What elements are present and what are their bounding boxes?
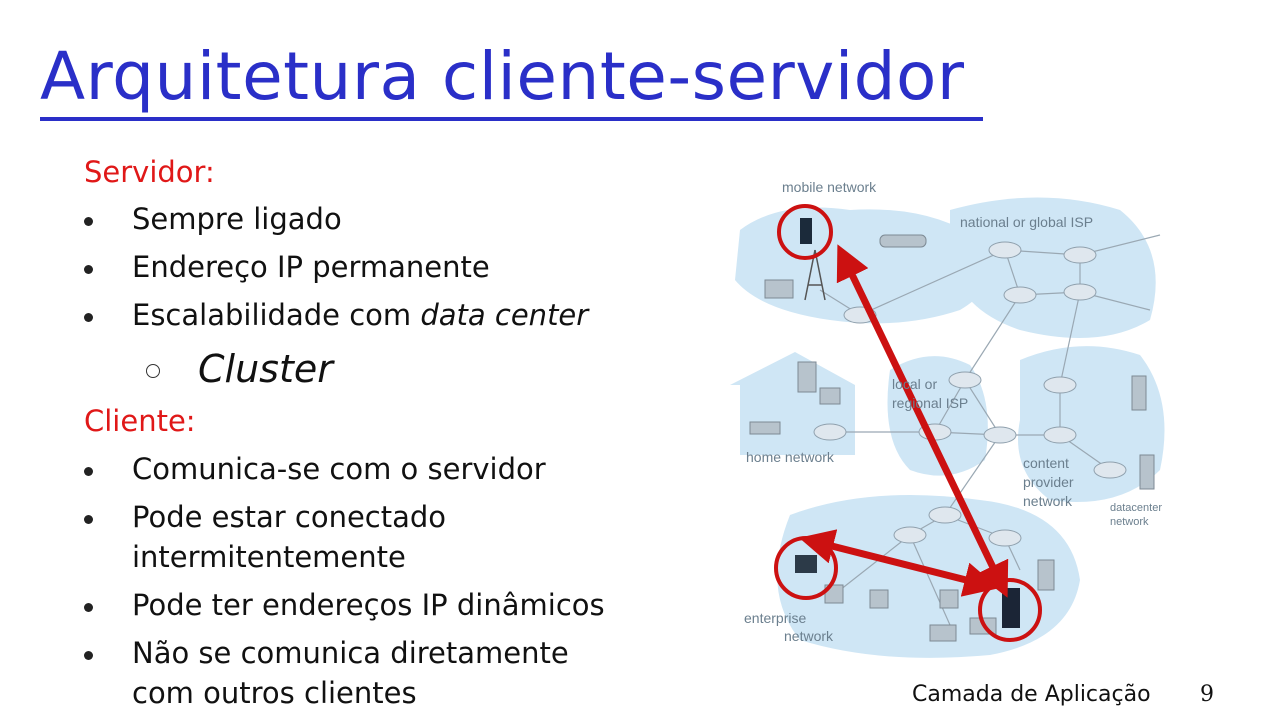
bullet-dot <box>84 467 93 476</box>
label-content-1: content <box>1023 455 1069 471</box>
label-enterprise-2: network <box>784 628 834 644</box>
label-mobile-network: mobile network <box>782 179 877 195</box>
mobile-highlight-circle <box>777 204 833 260</box>
server-heading: Servidor: <box>84 155 215 189</box>
bullet-dot <box>84 217 93 226</box>
pc-icon <box>869 589 889 609</box>
bullet-dot <box>84 313 93 322</box>
bullet-dot <box>84 651 93 660</box>
label-home-network: home network <box>746 449 835 465</box>
router-box-icon <box>749 421 781 435</box>
sub-bullet-ring <box>146 364 160 378</box>
data-center-italic: data center <box>420 298 589 332</box>
slide-title: Arquitetura cliente-servidor <box>40 38 965 115</box>
label-datacenter-2: network <box>1110 516 1149 528</box>
bullet-dot <box>84 265 93 274</box>
label-datacenter-1: datacenter <box>1110 502 1162 514</box>
phone-icon <box>800 218 812 244</box>
client-heading: Cliente: <box>84 404 196 438</box>
arrow-mobile-server <box>836 244 1009 598</box>
label-enterprise-1: enterprise <box>744 610 806 626</box>
server-rack-icon <box>1139 454 1155 490</box>
arrow-client-server <box>799 529 999 597</box>
fridge-icon <box>797 361 817 393</box>
server-icon <box>1037 559 1055 591</box>
title-underline <box>40 117 983 121</box>
client-pc-icon <box>795 555 817 573</box>
pc-icon <box>939 589 959 609</box>
bullet-dot <box>84 515 93 524</box>
label-content-3: network <box>1023 493 1073 509</box>
server-highlight-icon <box>1002 588 1020 628</box>
laptop-icon <box>929 624 957 642</box>
server-highlight-circle <box>978 578 1042 642</box>
label-national-isp: national or global ISP <box>960 214 1093 230</box>
label-content-2: provider <box>1023 474 1074 490</box>
server-rack-icon <box>1131 375 1147 411</box>
page-number: 9 <box>1200 682 1214 707</box>
laptop-icon <box>764 279 794 299</box>
label-local-isp-1: local or <box>892 376 937 392</box>
network-diagram: mobile network national or global ISP lo… <box>730 179 1165 658</box>
footer-text: Camada de Aplicação <box>912 682 1151 707</box>
bullet-dot <box>84 603 93 612</box>
pc-icon <box>819 387 841 405</box>
label-local-isp-2: regional ISP <box>892 395 968 411</box>
car-icon <box>879 234 927 248</box>
